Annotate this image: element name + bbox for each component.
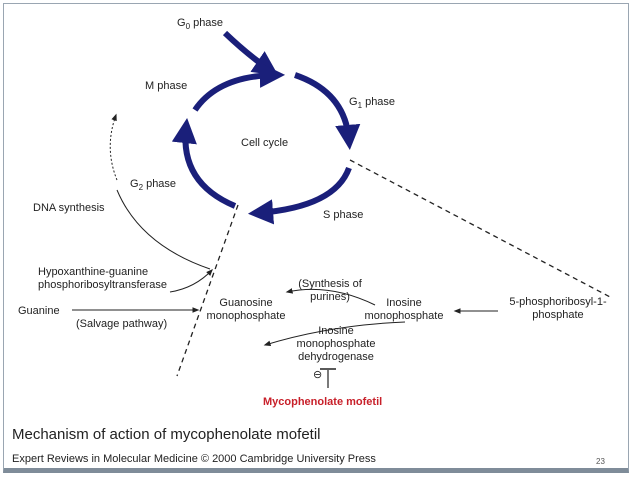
prpp-label-line1: 5-phosphoribosyl-1- — [509, 296, 607, 308]
dna-synthesis-label: DNA synthesis — [33, 202, 105, 214]
cell-cycle-center-label: Cell cycle — [241, 137, 288, 149]
g2-to-m-arrow — [171, 117, 237, 209]
gmp-label-line2: monophosphate — [207, 310, 286, 322]
guanine-label: Guanine — [18, 305, 60, 317]
imp-label-line1: Inosine — [386, 297, 421, 309]
hgprt-label-line2: phosphoribosyltransferase — [38, 279, 167, 291]
g0-phase-label: G0 phase — [177, 17, 223, 31]
impdh-label-line1: Inosine — [318, 325, 353, 337]
g0-entry-arrow — [222, 30, 279, 76]
impdh-label-line3: dehydrogenase — [298, 351, 374, 363]
mycophenolate-mofetil-label: Mycophenolate mofetil — [263, 396, 382, 408]
dashed-line-right — [349, 159, 613, 299]
s-phase-label: S phase — [323, 209, 363, 221]
m-phase-label: M phase — [145, 80, 187, 92]
page-number: 23 — [596, 457, 605, 466]
purine-synthesis-label-line2: purines) — [310, 291, 350, 303]
imp-label-line2: monophosphate — [365, 310, 444, 322]
dashed-line-left — [176, 204, 239, 377]
hgprt-arrow — [169, 268, 213, 293]
g2-phase-label: G2 phase — [130, 178, 176, 192]
hgprt-label-line1: Hypoxanthine-guanine — [38, 266, 148, 278]
g1-to-s-arrow — [294, 72, 361, 151]
impdh-arrow — [263, 321, 406, 347]
m-to-g1-arrow — [192, 62, 286, 112]
s-to-g2-arrow — [247, 166, 352, 225]
purine-synthesis-label-line1: (Synthesis of — [298, 278, 363, 290]
slide-frame — [3, 3, 629, 473]
g1-phase-label: G1 phase — [349, 96, 395, 110]
inhibition-symbol: ⊖ — [313, 369, 322, 381]
impdh-label-line2: monophosphate — [297, 338, 376, 350]
gmp-label-line1: Guanosine — [219, 297, 272, 309]
dna-synthesis-curve — [116, 189, 211, 270]
dna-synthesis-dotted-arrow — [109, 113, 118, 181]
purine-synthesis-arrow — [285, 288, 376, 306]
salvage-pathway-label: (Salvage pathway) — [76, 318, 167, 330]
caption-title: Mechanism of action of mycophenolate mof… — [12, 426, 321, 443]
caption-source: Expert Reviews in Molecular Medicine © 2… — [12, 453, 376, 465]
prpp-label-line2: phosphate — [532, 309, 583, 321]
